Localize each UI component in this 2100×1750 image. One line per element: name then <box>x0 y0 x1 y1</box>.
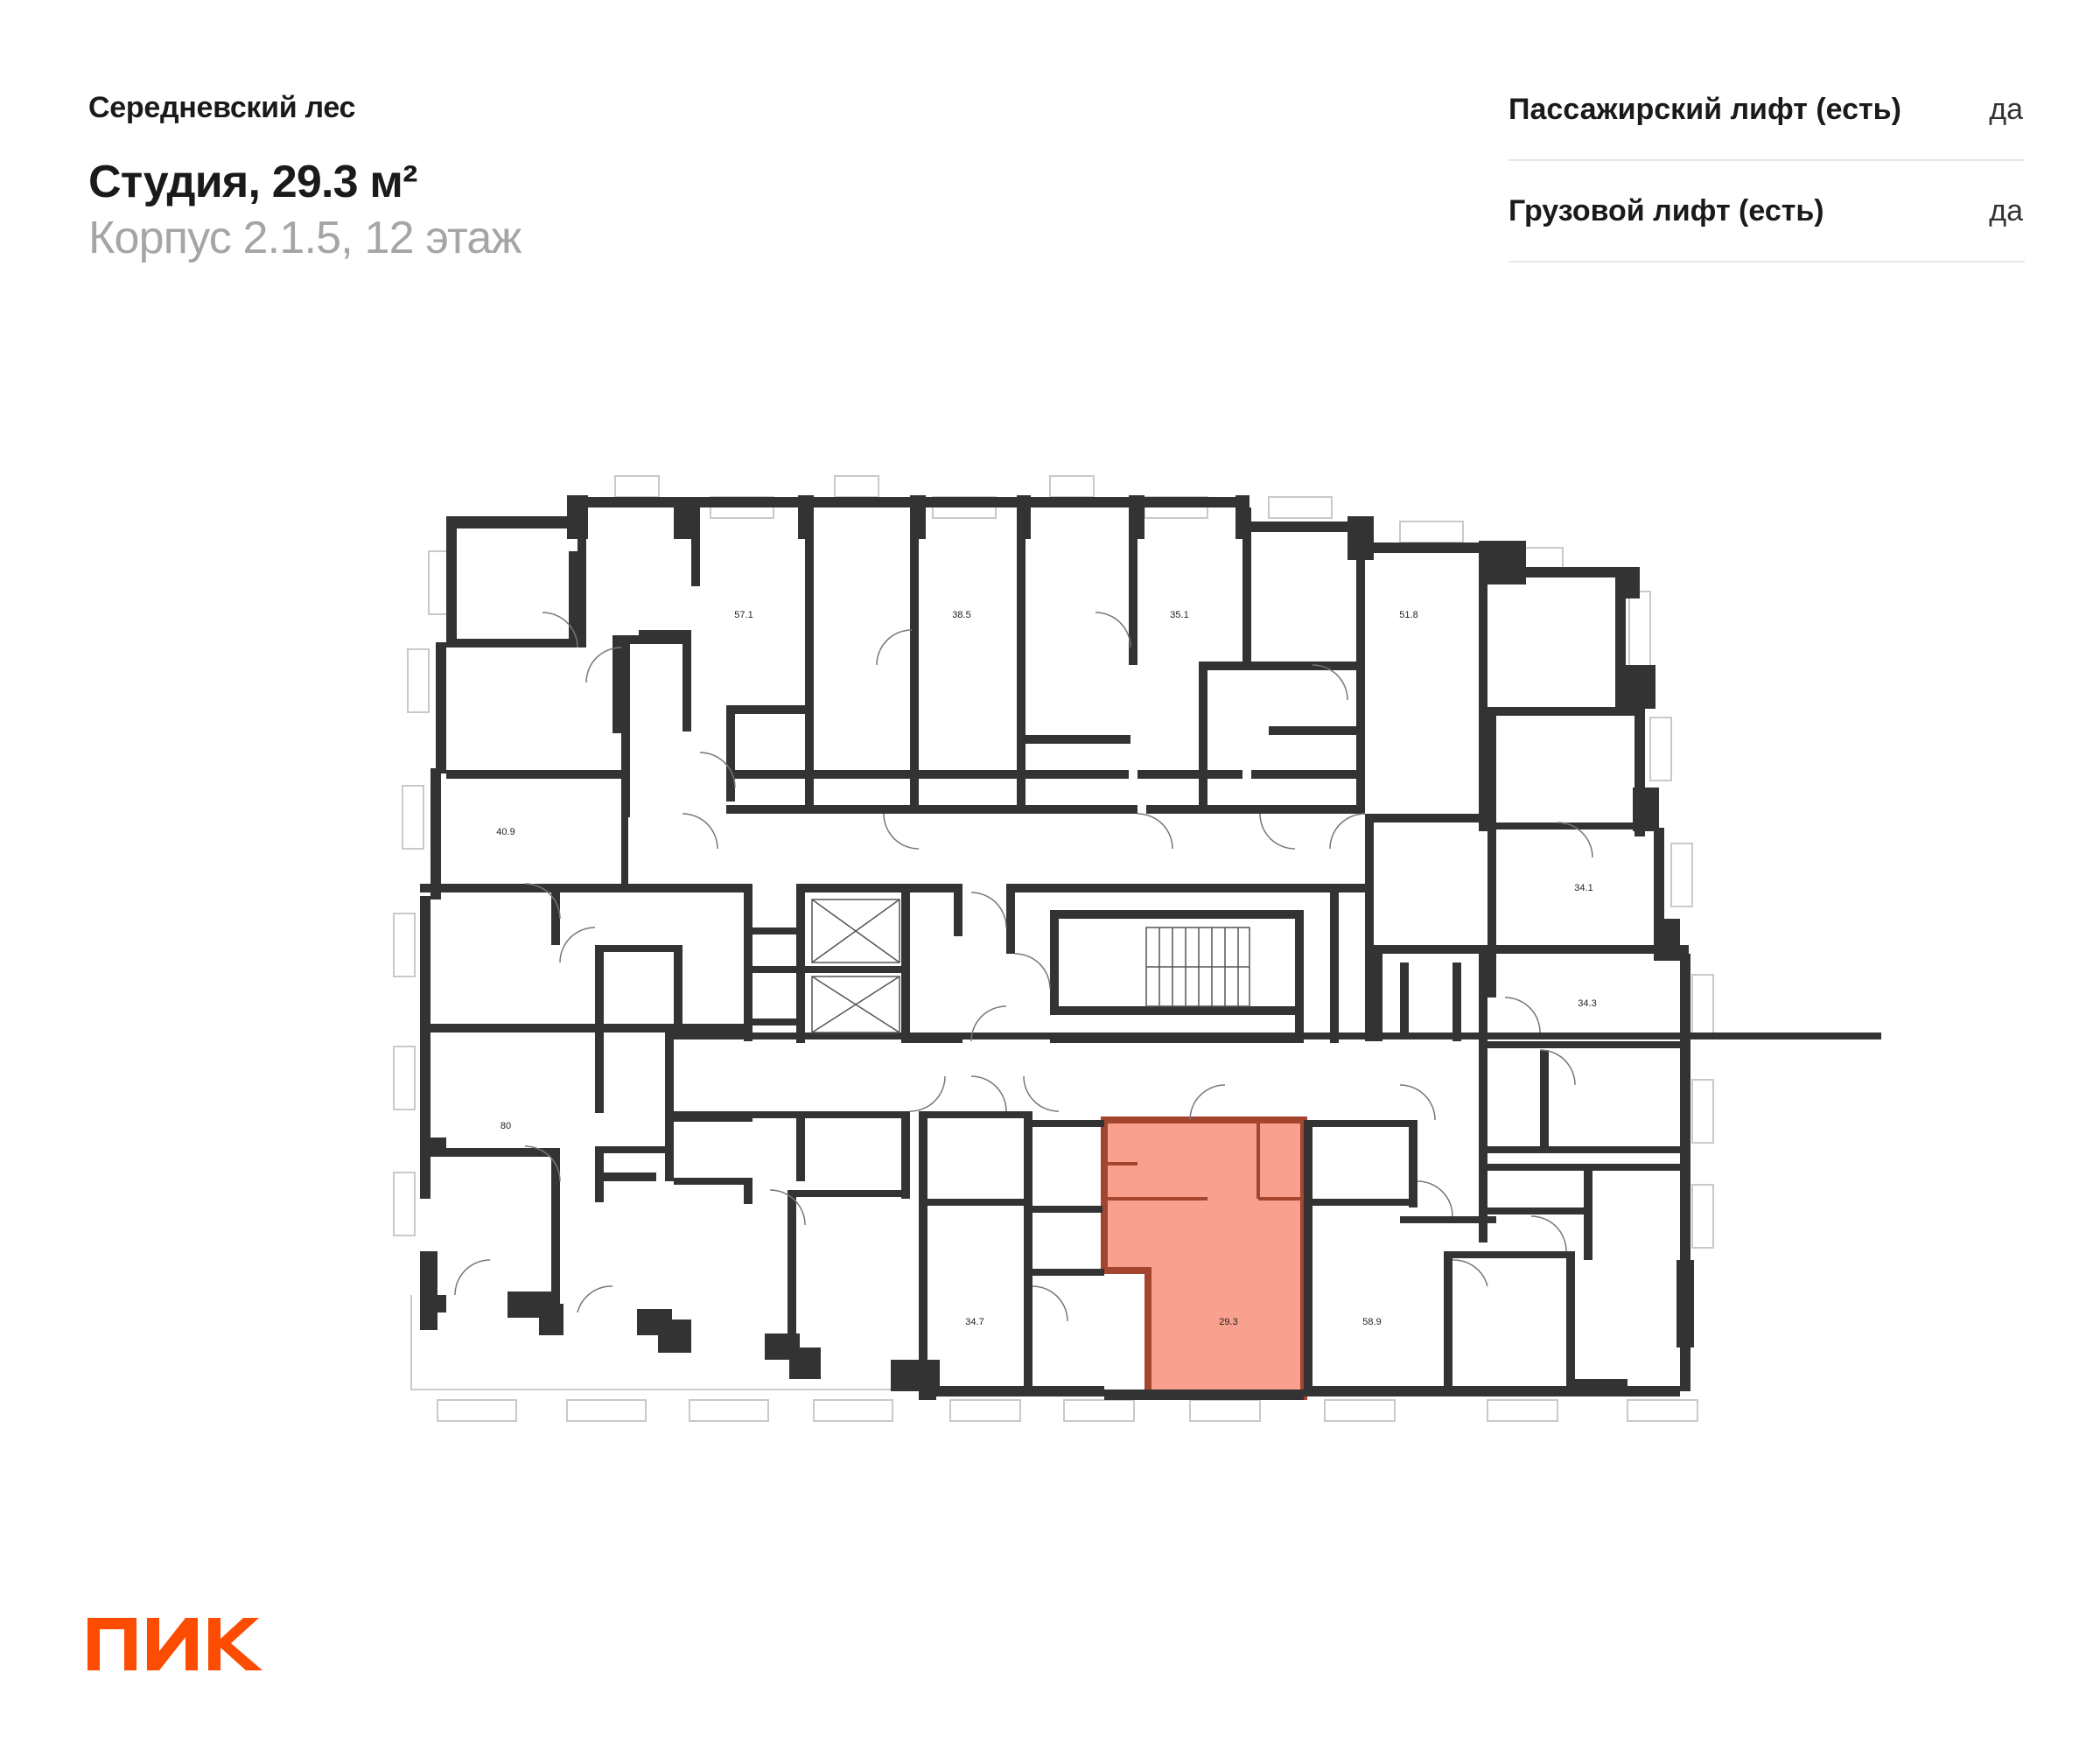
pik-logo <box>88 1618 262 1670</box>
feature-label: Грузовой лифт (есть) <box>1508 194 1824 228</box>
area-label-34-7: 34.7 <box>965 1317 984 1327</box>
feature-label: Пассажирский лифт (есть) <box>1508 93 1901 126</box>
area-label-40-9: 40.9 <box>496 827 514 837</box>
area-label-80: 80 <box>500 1121 511 1131</box>
room-area-labels: 57.1 38.5 35.1 51.8 40.9 34.1 34.3 80 34… <box>496 610 1596 1327</box>
area-label-38-5: 38.5 <box>952 610 970 620</box>
area-label-57-1: 57.1 <box>734 610 752 620</box>
area-label-51-8: 51.8 <box>1399 610 1418 620</box>
building-floor-subtitle: Корпус 2.1.5, 12 этаж <box>88 213 522 263</box>
highlighted-apartment-interior <box>1104 1120 1304 1200</box>
area-label-35-1: 35.1 <box>1170 610 1188 620</box>
area-label-34-3: 34.3 <box>1578 998 1596 1009</box>
feature-row-passenger-lift: Пассажирский лифт (есть) да <box>1508 60 2025 161</box>
feature-row-freight-lift: Грузовой лифт (есть) да <box>1508 161 2025 262</box>
highlighted-apartment <box>1101 1116 1307 1400</box>
feature-value: да <box>1989 194 2023 228</box>
doors <box>454 612 1593 1322</box>
project-name: Середневский лес <box>88 91 356 124</box>
feature-value: да <box>1989 93 2023 126</box>
staircase <box>1145 927 1250 1007</box>
area-label-58-9: 58.9 <box>1362 1317 1381 1327</box>
walls <box>420 495 1881 1400</box>
balcony-outline <box>410 1295 919 1390</box>
area-label-29-3: 29.3 <box>1219 1317 1237 1327</box>
windows <box>393 475 1714 1422</box>
apartment-title: Студия, 29.3 м² <box>88 157 417 207</box>
area-label-34-1: 34.1 <box>1574 883 1592 893</box>
features-list: Пассажирский лифт (есть) да Грузовой лиф… <box>1508 60 2025 262</box>
elevators <box>811 899 900 1033</box>
